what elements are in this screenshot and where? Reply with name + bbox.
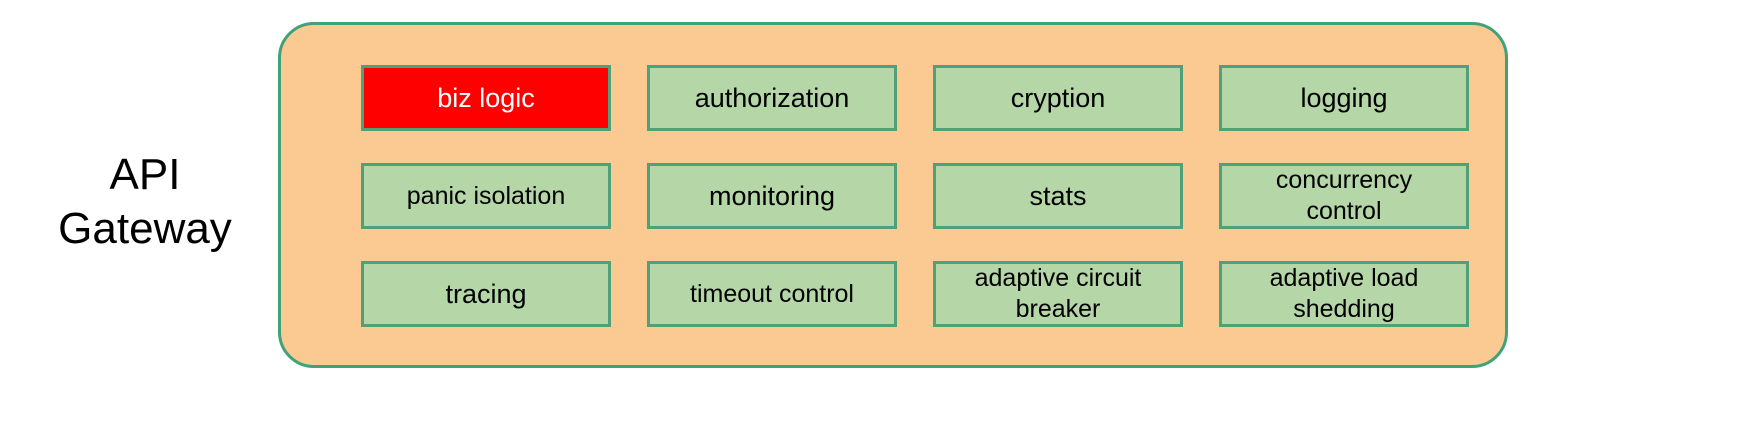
capability-box-monitoring[interactable]: monitoring: [647, 163, 897, 229]
capability-box-concurrency-control[interactable]: concurrency control: [1219, 163, 1469, 229]
capability-box-adaptive-load-shedding[interactable]: adaptive load shedding: [1219, 261, 1469, 327]
api-gateway-label: API Gateway: [58, 150, 232, 253]
capability-box-timeout-control[interactable]: timeout control: [647, 261, 897, 327]
capability-box-logging[interactable]: logging: [1219, 65, 1469, 131]
capability-box-cryption[interactable]: cryption: [933, 65, 1183, 131]
capability-box-biz-logic[interactable]: biz logic: [361, 65, 611, 131]
capability-box-panic-isolation[interactable]: panic isolation: [361, 163, 611, 229]
api-gateway-container: biz logic authorization cryption logging…: [278, 22, 1508, 368]
capability-grid: biz logic authorization cryption logging…: [361, 65, 1469, 327]
capability-box-adaptive-circuit-breaker[interactable]: adaptive circuit breaker: [933, 261, 1183, 327]
capability-box-authorization[interactable]: authorization: [647, 65, 897, 131]
capability-box-tracing[interactable]: tracing: [361, 261, 611, 327]
capability-box-stats[interactable]: stats: [933, 163, 1183, 229]
